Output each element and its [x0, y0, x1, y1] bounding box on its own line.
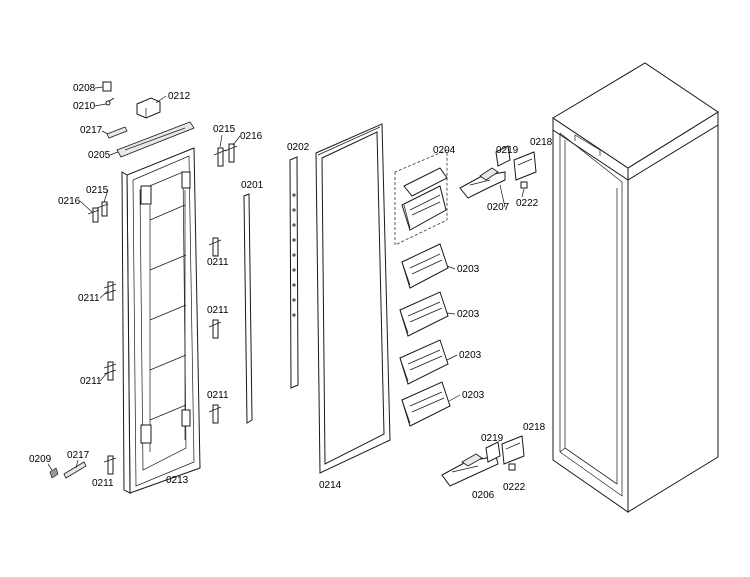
hinge-assembly-0206	[441, 453, 499, 487]
label-0211-mid-lower: 0211	[207, 390, 229, 401]
stop-0209	[49, 467, 59, 479]
label-0222-bottom: 0222	[503, 482, 526, 493]
label-0217-bottom: 0217	[67, 450, 90, 461]
door-panel-0213	[121, 147, 201, 494]
hinge-0216-left	[87, 207, 100, 223]
hinge-0215-mid	[213, 147, 227, 167]
label-0202: 0202	[287, 142, 310, 153]
label-0201: 0201	[241, 180, 264, 191]
strip-0202	[289, 156, 299, 389]
bracket-0218-top	[513, 151, 537, 181]
label-0217-top: 0217	[80, 125, 103, 136]
label-0203-b: 0203	[457, 309, 480, 320]
label-0203-d: 0203	[462, 390, 485, 401]
hinge-assembly-0207	[459, 167, 506, 199]
label-0218-bottom: 0218	[523, 422, 546, 433]
label-0222-top: 0222	[516, 198, 539, 209]
hinge-0211-mid-upper	[208, 237, 222, 257]
label-0216-mid: 0216	[240, 131, 263, 142]
label-0211-left-upper: 0211	[78, 293, 100, 304]
label-0212: 0212	[168, 91, 191, 102]
pin-0222-bottom	[508, 463, 516, 471]
door-bin-0203-d	[401, 381, 451, 427]
label-0209: 0209	[29, 454, 52, 465]
label-0207: 0207	[487, 202, 510, 213]
bracket-0217-top	[106, 126, 128, 139]
label-0214: 0214	[319, 480, 342, 491]
label-0215-left: 0215	[86, 185, 109, 196]
label-0205: 0205	[88, 150, 111, 161]
hinge-0211-mid-lower	[208, 404, 222, 424]
hinge-0216-mid	[224, 143, 238, 163]
label-0204: 0204	[433, 145, 456, 156]
label-0211-mid-middle: 0211	[207, 305, 229, 316]
refrigerator-cabinet	[552, 62, 719, 513]
label-0208: 0208	[73, 83, 96, 94]
door-bin-0204	[394, 149, 448, 246]
label-0210: 0210	[73, 101, 96, 112]
hinge-0215-left	[96, 201, 109, 217]
label-0216-left: 0216	[58, 196, 81, 207]
handle-cap-0212	[136, 97, 161, 119]
label-0203-a: 0203	[457, 264, 480, 275]
label-0219-bottom: 0219	[481, 433, 504, 444]
strip-0201	[243, 193, 253, 424]
pin-0222-top	[520, 181, 528, 189]
clip-0208	[102, 81, 112, 92]
top-trim-0205	[116, 121, 195, 158]
hinge-plate-0219-bottom	[485, 441, 501, 463]
label-0215-mid: 0215	[213, 124, 236, 135]
label-0206: 0206	[472, 490, 495, 501]
label-0218-top: 0218	[530, 137, 553, 148]
label-0213: 0213	[166, 475, 189, 486]
hinge-0211-left-bottom	[103, 455, 117, 475]
door-gasket-0214	[315, 123, 391, 474]
label-0219-top: 0219	[496, 145, 519, 156]
leader-lines	[47, 86, 525, 471]
bracket-0217-bottom	[63, 461, 87, 479]
hinge-0211-left-upper	[103, 281, 117, 301]
door-bin-0203-a	[401, 243, 449, 289]
label-0211-mid-upper: 0211	[207, 257, 229, 268]
hinge-plate-0219-top	[495, 145, 511, 167]
hinge-0211-left-lower	[103, 361, 117, 381]
screw-0210	[105, 97, 115, 106]
hinge-0211-mid-middle	[208, 319, 222, 339]
door-bin-0203-b	[399, 291, 449, 337]
bracket-0218-bottom	[501, 435, 525, 465]
label-0211-left-lower: 0211	[80, 376, 102, 387]
label-0203-c: 0203	[459, 350, 482, 361]
part-labels: 0208 0210 0212 0217 0205 0215 0216 0202 …	[29, 83, 553, 501]
label-0211-left-bottom: 0211	[92, 478, 114, 489]
door-bin-0203-c	[399, 339, 449, 385]
